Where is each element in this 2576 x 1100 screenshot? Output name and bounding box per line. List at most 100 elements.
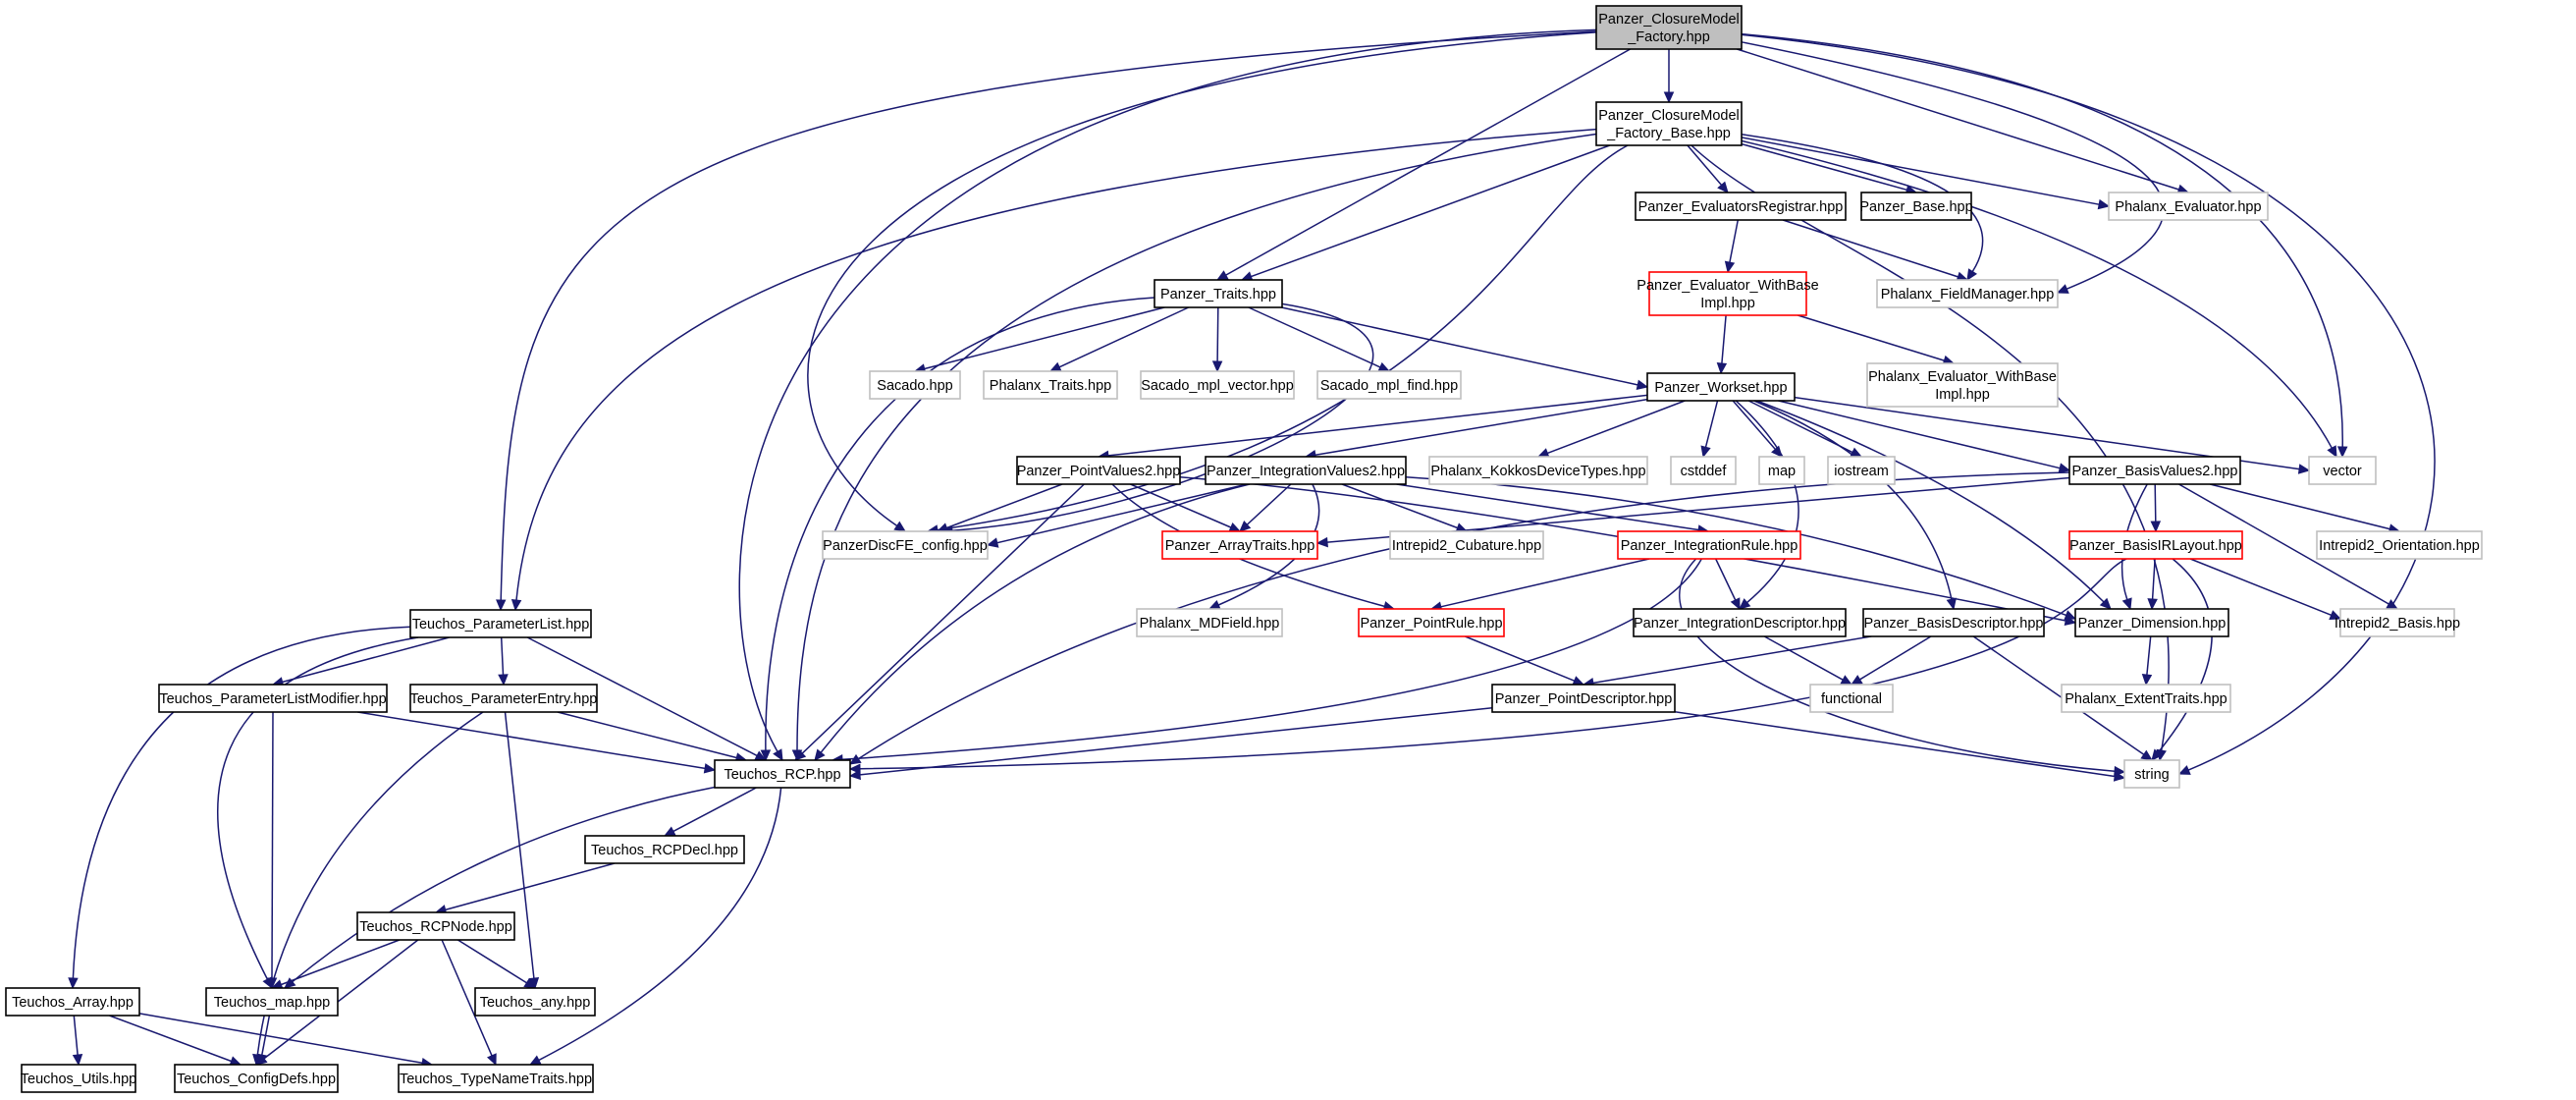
arrowhead-birl-to-ibasis bbox=[2329, 610, 2342, 621]
arrowhead-rcp-to-ttnt bbox=[528, 1055, 542, 1066]
edge-rcp-to-rcpdecl bbox=[672, 787, 757, 833]
node-root[interactable]: Panzer_ClosureModel_Factory.hpp bbox=[1595, 5, 1743, 50]
arrowhead-pv2-to-rcp bbox=[794, 748, 807, 761]
arrowhead-rcp-to-rcpdecl bbox=[663, 826, 676, 837]
node-box bbox=[1389, 530, 1544, 560]
edge-pdesc-to-string bbox=[1674, 710, 2116, 778]
node-label: Teuchos_ParameterListModifier.hpp bbox=[159, 691, 386, 707]
edge-cmfb-to-vector bbox=[1741, 139, 2333, 449]
node-label: Teuchos_ParameterEntry.hpp bbox=[410, 691, 598, 707]
node-ttnt[interactable]: Teuchos_TypeNameTraits.hpp bbox=[398, 1064, 594, 1093]
node-tutils[interactable]: Teuchos_Utils.hpp bbox=[21, 1064, 137, 1093]
arrowhead-root-to-traits bbox=[1215, 270, 1229, 281]
arrowhead-root-to-pdfe bbox=[893, 521, 906, 532]
node-box bbox=[1827, 456, 1896, 485]
node-idesc[interactable]: Panzer_IntegrationDescriptor.hpp bbox=[1633, 608, 1847, 637]
edge-pv2-to-rcp bbox=[801, 483, 1085, 754]
node-tmap[interactable]: Teuchos_map.hpp bbox=[205, 987, 339, 1017]
edge-root-to-phfm bbox=[1741, 41, 2165, 290]
node-bv2[interactable]: Panzer_BasisValues2.hpp bbox=[2068, 456, 2241, 485]
node-label: Panzer_BasisDescriptor.hpp bbox=[1864, 616, 2044, 632]
node-box bbox=[1491, 684, 1676, 713]
node-iv2[interactable]: Panzer_IntegrationValues2.hpp bbox=[1205, 456, 1407, 485]
node-pdesc[interactable]: Panzer_PointDescriptor.hpp bbox=[1491, 684, 1676, 713]
node-box bbox=[409, 684, 598, 713]
node-label: Panzer_Base.hpp bbox=[1859, 199, 1972, 215]
edge-iv2-to-pdfe bbox=[996, 483, 1248, 544]
node-label: Intrepid2_Orientation.hpp bbox=[2319, 538, 2480, 554]
node-prule[interactable]: Panzer_PointRule.hpp bbox=[1358, 608, 1505, 637]
edge-rcpdecl-to-rcpnode bbox=[445, 862, 616, 911]
node-box bbox=[158, 684, 388, 713]
node-atraits[interactable]: Panzer_ArrayTraits.hpp bbox=[1161, 530, 1318, 560]
node-dim[interactable]: Panzer_Dimension.hpp bbox=[2074, 608, 2229, 637]
node-box bbox=[1358, 608, 1505, 637]
node-rcpdecl[interactable]: Teuchos_RCPDecl.hpp bbox=[584, 835, 745, 864]
node-pv2[interactable]: Panzer_PointValues2.hpp bbox=[1016, 456, 1181, 485]
node-tany[interactable]: Teuchos_any.hpp bbox=[474, 987, 596, 1017]
node-box bbox=[2339, 608, 2455, 637]
edge-traits-to-smf bbox=[1248, 306, 1381, 368]
node-bdesc[interactable]: Panzer_BasisDescriptor.hpp bbox=[1862, 608, 2045, 637]
node-label: Phalanx_Evaluator.hpp bbox=[2115, 199, 2261, 215]
edge-rcpnode-to-tconf bbox=[263, 939, 419, 1060]
edge-bdesc-to-string bbox=[1972, 635, 2145, 755]
arrowhead-iv2-to-rcp bbox=[814, 748, 826, 761]
arrowhead-root-to-rcp bbox=[773, 748, 783, 762]
node-label: Panzer_ClosureModel bbox=[1598, 108, 1739, 124]
arrowhead-cmfb-to-vector bbox=[2327, 445, 2337, 459]
arrowhead-pdesc-to-rcp bbox=[848, 769, 861, 781]
edge-birl-to-dim bbox=[2151, 558, 2156, 600]
node-box bbox=[2068, 456, 2241, 485]
node-workset[interactable]: Panzer_Workset.hpp bbox=[1646, 372, 1796, 402]
node-irule[interactable]: Panzer_IntegrationRule.hpp bbox=[1617, 530, 1801, 560]
edge-workset-to-idesc bbox=[1735, 400, 1799, 604]
edge-workset-to-dim bbox=[1756, 400, 2105, 603]
node-tpe[interactable]: Teuchos_ParameterEntry.hpp bbox=[409, 684, 598, 713]
node-rcp[interactable]: Teuchos_RCP.hpp bbox=[714, 759, 851, 789]
arrowhead-idesc-to-functional bbox=[1840, 675, 1853, 686]
edge-pdesc-to-rcp bbox=[859, 707, 1493, 776]
edge-traits-to-sacado bbox=[924, 306, 1165, 370]
node-pbase[interactable]: Panzer_Base.hpp bbox=[1859, 192, 1973, 221]
node-tpl[interactable]: Teuchos_ParameterList.hpp bbox=[409, 609, 592, 638]
node-phfm: Phalanx_FieldManager.hpp bbox=[1876, 279, 2059, 308]
edge-pv2-to-pdfe bbox=[946, 483, 1063, 529]
edge-root-to-tpl bbox=[500, 30, 1597, 601]
node-traits[interactable]: Panzer_Traits.hpp bbox=[1154, 279, 1283, 308]
node-label: Panzer_IntegrationValues2.hpp bbox=[1207, 464, 1405, 479]
node-birl[interactable]: Panzer_BasisIRLayout.hpp bbox=[2068, 530, 2243, 560]
edge-cmfb-to-pdfe bbox=[937, 144, 1629, 531]
arrowhead-cmfb-to-evreg bbox=[1717, 181, 1729, 193]
node-cmfb[interactable]: Panzer_ClosureModel_Factory_Base.hpp bbox=[1595, 101, 1743, 146]
node-box bbox=[1316, 370, 1462, 400]
arrowhead-evwb-to-workset bbox=[1716, 362, 1728, 375]
node-label: vector bbox=[2323, 464, 2362, 479]
edge-bdesc-to-pdesc bbox=[1592, 635, 1872, 685]
node-tconf[interactable]: Teuchos_ConfigDefs.hpp bbox=[174, 1064, 339, 1093]
arrowhead-workset-to-idesc bbox=[1739, 598, 1751, 610]
node-label: Intrepid2_Cubature.hpp bbox=[1392, 538, 1541, 554]
node-pdfe: PanzerDiscFE_config.hpp bbox=[822, 530, 989, 560]
node-box bbox=[1136, 608, 1283, 637]
node-label: Panzer_EvaluatorsRegistrar.hpp bbox=[1638, 199, 1844, 215]
arrowhead-root-to-phfm bbox=[2056, 284, 2069, 294]
node-evreg[interactable]: Panzer_EvaluatorsRegistrar.hpp bbox=[1635, 192, 1847, 221]
edge-tarray-to-tconf bbox=[109, 1015, 232, 1063]
node-tplm[interactable]: Teuchos_ParameterListModifier.hpp bbox=[158, 684, 388, 713]
node-label: Panzer_Traits.hpp bbox=[1160, 287, 1276, 302]
arrowhead-traits-to-rcp bbox=[760, 749, 772, 762]
node-rcpnode[interactable]: Teuchos_RCPNode.hpp bbox=[356, 911, 515, 941]
arrowhead-traits-to-smv bbox=[1211, 360, 1223, 373]
edge-rcpnode-to-tany bbox=[457, 939, 527, 984]
arrowhead-cmfb-to-tpl bbox=[510, 599, 522, 612]
node-phev: Phalanx_Evaluator.hpp bbox=[2108, 192, 2269, 221]
node-label: Teuchos_Utils.hpp bbox=[21, 1072, 137, 1087]
node-label: Panzer_Dimension.hpp bbox=[2078, 616, 2227, 632]
node-tarray[interactable]: Teuchos_Array.hpp bbox=[5, 987, 140, 1017]
node-label: Panzer_PointValues2.hpp bbox=[1017, 464, 1181, 479]
node-label: Sacado_mpl_find.hpp bbox=[1320, 378, 1458, 394]
edge-irule-to-idesc bbox=[1715, 558, 1737, 601]
edge-evreg-to-phfm bbox=[1782, 219, 1959, 278]
